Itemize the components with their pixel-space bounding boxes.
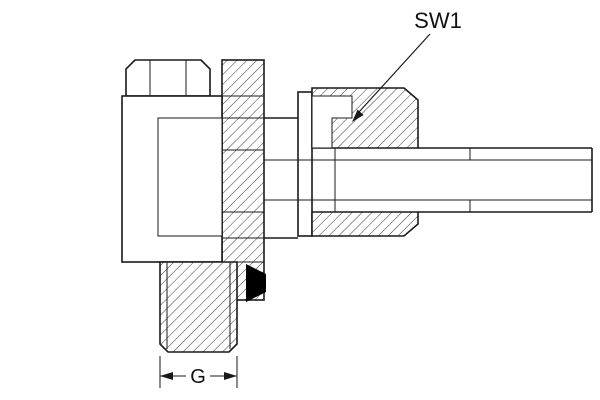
hex-cap-outline — [125, 59, 211, 97]
nut-back-face — [297, 91, 313, 237]
tube — [264, 147, 593, 213]
nut-thread-step — [311, 95, 353, 149]
seal — [246, 264, 266, 302]
dimension-arrow-right-icon — [224, 372, 237, 380]
sw1-label: SW1 — [414, 8, 462, 33]
threaded-stud — [159, 261, 238, 353]
swivel-nut — [311, 87, 419, 237]
threaded-stud-outline — [159, 261, 238, 353]
stem-section-hatch — [221, 59, 265, 301]
elbow-body — [121, 95, 223, 263]
sw1-arrowhead-icon — [352, 109, 364, 122]
sw1-leader-line — [358, 33, 431, 113]
sw1-callout: SW1 — [352, 8, 462, 122]
dimension-g-label: G — [190, 366, 206, 388]
swivel-nut-bottom-section — [311, 211, 419, 237]
dimension-g — [159, 356, 238, 388]
outlet-stem — [264, 117, 298, 239]
body-bore-window — [157, 117, 223, 237]
hex-cap — [125, 59, 211, 97]
dimension-arrow-left-icon — [160, 372, 173, 380]
